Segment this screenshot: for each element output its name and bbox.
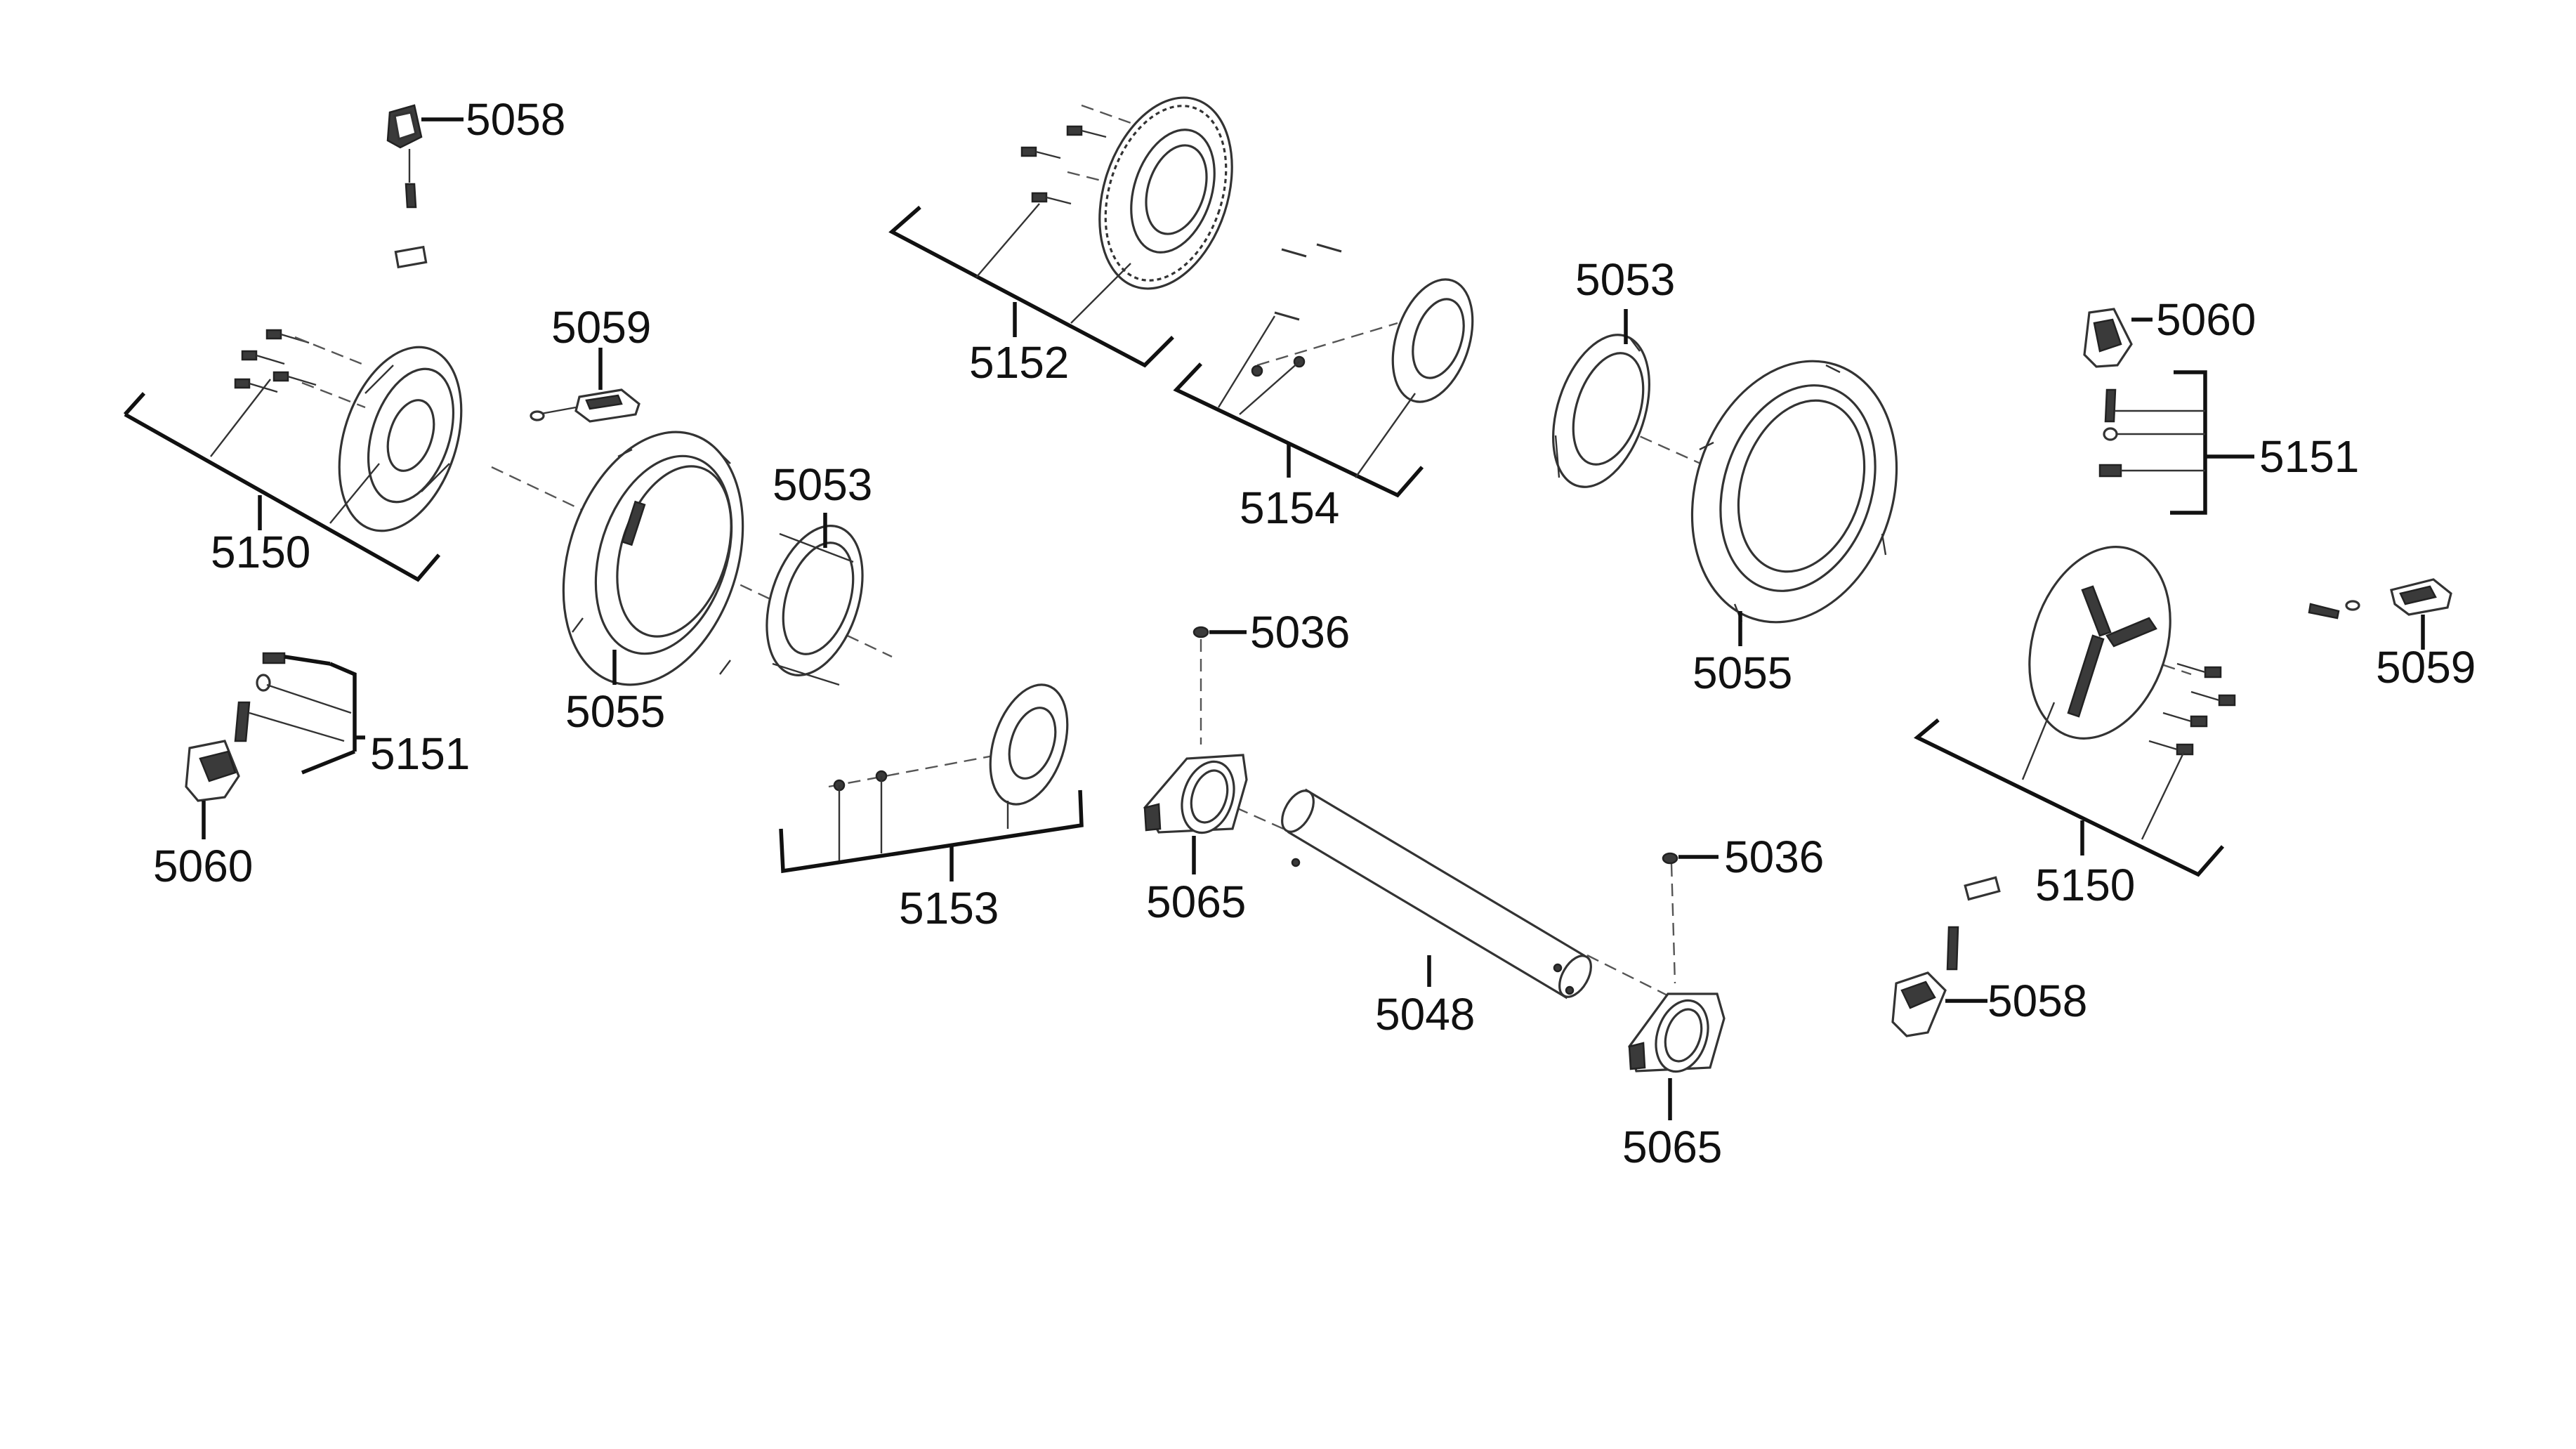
callout-5150-right: 5150 — [2035, 860, 2135, 910]
pillow-block-5065-right — [1628, 992, 1726, 1073]
pillow-block-5065-left — [1143, 754, 1248, 834]
grease-fitting-5036-right — [1662, 852, 1678, 865]
callout-5053-right: 5053 — [1575, 254, 1675, 305]
callout-5059-left: 5059 — [551, 302, 651, 353]
callout-5060-right: 5060 — [2156, 294, 2256, 345]
latch-block-5059-right — [2308, 578, 2452, 619]
pawl-block-5060-right — [2083, 308, 2133, 478]
callout-5151-right: 5151 — [2259, 431, 2359, 482]
callout-5058-top: 5058 — [466, 94, 565, 145]
lock-ring-5055-left — [562, 431, 744, 686]
flange-set-5154 — [1251, 243, 1474, 403]
callout-5152: 5152 — [969, 337, 1069, 388]
callout-5065-left: 5065 — [1146, 877, 1246, 927]
tube-shaft-5048 — [1281, 788, 1592, 999]
callout-5065-right: 5065 — [1622, 1122, 1722, 1172]
pawl-block-5058-top — [386, 104, 428, 269]
callout-5151-left: 5151 — [370, 728, 470, 779]
grease-fitting-5036-top — [1192, 626, 1209, 638]
pawl-block-5058-bottom — [1891, 876, 2001, 1037]
lock-ring-5055-right — [1690, 360, 1898, 624]
callout-5053-left: 5053 — [773, 459, 872, 510]
callout-5060-left: 5060 — [153, 841, 253, 891]
callout-5036-right: 5036 — [1724, 832, 1824, 882]
bracket-5150-right — [1913, 702, 2225, 877]
side-plate-right — [2028, 546, 2236, 756]
latch-block-5059-left — [530, 388, 640, 423]
callout-5055-left: 5055 — [565, 686, 665, 737]
bearing-5053-right — [1552, 334, 1650, 488]
bracket-5151-right — [2115, 370, 2254, 515]
bearing-5053-left — [765, 525, 864, 686]
callout-5059-right: 5059 — [2376, 642, 2476, 693]
callout-5153: 5153 — [899, 883, 999, 933]
pawl-set-5151-left — [185, 652, 365, 802]
drive-gear-5152 — [1020, 96, 1233, 290]
flange-set-5153 — [833, 683, 1069, 806]
callout-5036-top: 5036 — [1250, 607, 1350, 657]
bracket-5153 — [779, 776, 1084, 881]
callout-5055-right: 5055 — [1693, 648, 1792, 698]
callout-5058-bottom: 5058 — [1987, 976, 2087, 1026]
callout-5150-left: 5150 — [211, 527, 310, 577]
side-plate-left — [338, 346, 463, 532]
callout-5048: 5048 — [1375, 989, 1475, 1040]
callout-5154: 5154 — [1240, 483, 1339, 533]
bracket-5152 — [888, 203, 1174, 368]
bolt-set-left-5150 — [234, 329, 366, 409]
bracket-5154 — [1173, 315, 1424, 498]
bracket-5150-left — [123, 379, 441, 582]
